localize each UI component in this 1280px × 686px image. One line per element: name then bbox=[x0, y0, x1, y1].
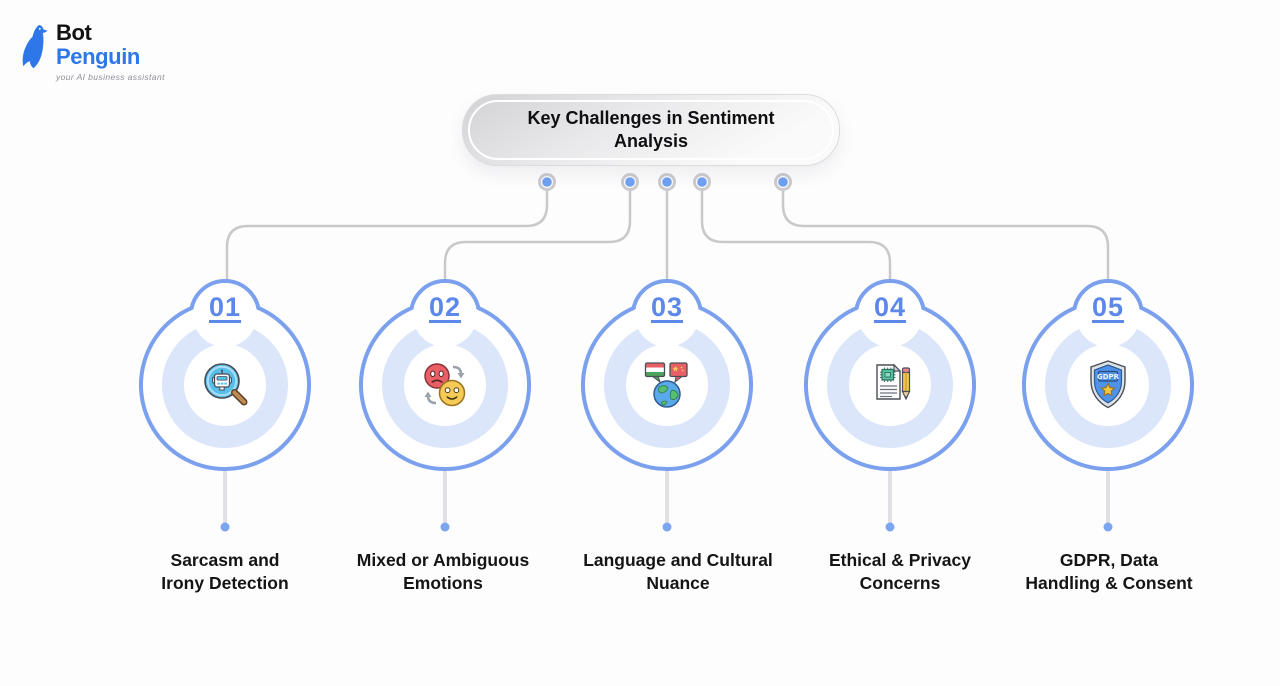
svg-text:GDPR: GDPR bbox=[1097, 373, 1120, 381]
connector-1 bbox=[225, 181, 549, 347]
stem-end-dots bbox=[220, 522, 1113, 532]
gdpr-shield-icon: GDPR bbox=[1090, 360, 1126, 409]
emotion-swap-icon bbox=[424, 363, 466, 407]
connector-4 bbox=[700, 181, 892, 347]
robot-magnifier-icon bbox=[204, 363, 248, 406]
botpenguin-logo[interactable]: Bot Penguin your AI business assistant bbox=[18, 22, 165, 82]
title-anchor-dots bbox=[538, 173, 792, 191]
node-number: 02 bbox=[428, 292, 462, 322]
node-ethical-privacy: 04 bbox=[800, 278, 980, 484]
node-sarcasm-irony: 01 bbox=[135, 278, 315, 484]
logo-text-penguin: Penguin bbox=[56, 44, 140, 69]
node-gdpr-consent: 05 GDPR bbox=[1018, 278, 1198, 484]
globe-flags-icon bbox=[644, 362, 688, 408]
logo-text-bot: Bot bbox=[56, 20, 92, 45]
logo-tagline: your AI business assistant bbox=[56, 72, 165, 82]
title-pill: Key Challenges in Sentiment Analysis bbox=[462, 94, 840, 166]
node-number: 04 bbox=[873, 292, 907, 322]
label-language-nuance: Language and Cultural Nuance bbox=[583, 550, 773, 594]
penguin-logo-icon bbox=[22, 25, 48, 69]
connector-2 bbox=[443, 181, 632, 347]
page-title: Key Challenges in Sentiment Analysis bbox=[527, 107, 775, 151]
label-sarcasm-irony: Sarcasm and Irony Detection bbox=[161, 550, 289, 594]
document-chip-pencil-icon bbox=[876, 363, 911, 401]
node-number: 05 bbox=[1091, 292, 1125, 322]
connector-5 bbox=[781, 181, 1110, 347]
node-number: 01 bbox=[208, 292, 242, 322]
node-stems bbox=[223, 462, 1110, 524]
label-ethical-privacy: Ethical & Privacy Concerns bbox=[828, 550, 972, 594]
node-number: 03 bbox=[650, 292, 684, 322]
label-gdpr-consent: GDPR, Data Handling & Consent bbox=[1025, 550, 1193, 594]
label-mixed-emotions: Mixed or Ambiguous Emotions bbox=[356, 550, 530, 594]
node-language-nuance: 03 bbox=[577, 278, 757, 484]
node-mixed-emotions: 02 bbox=[355, 278, 535, 484]
